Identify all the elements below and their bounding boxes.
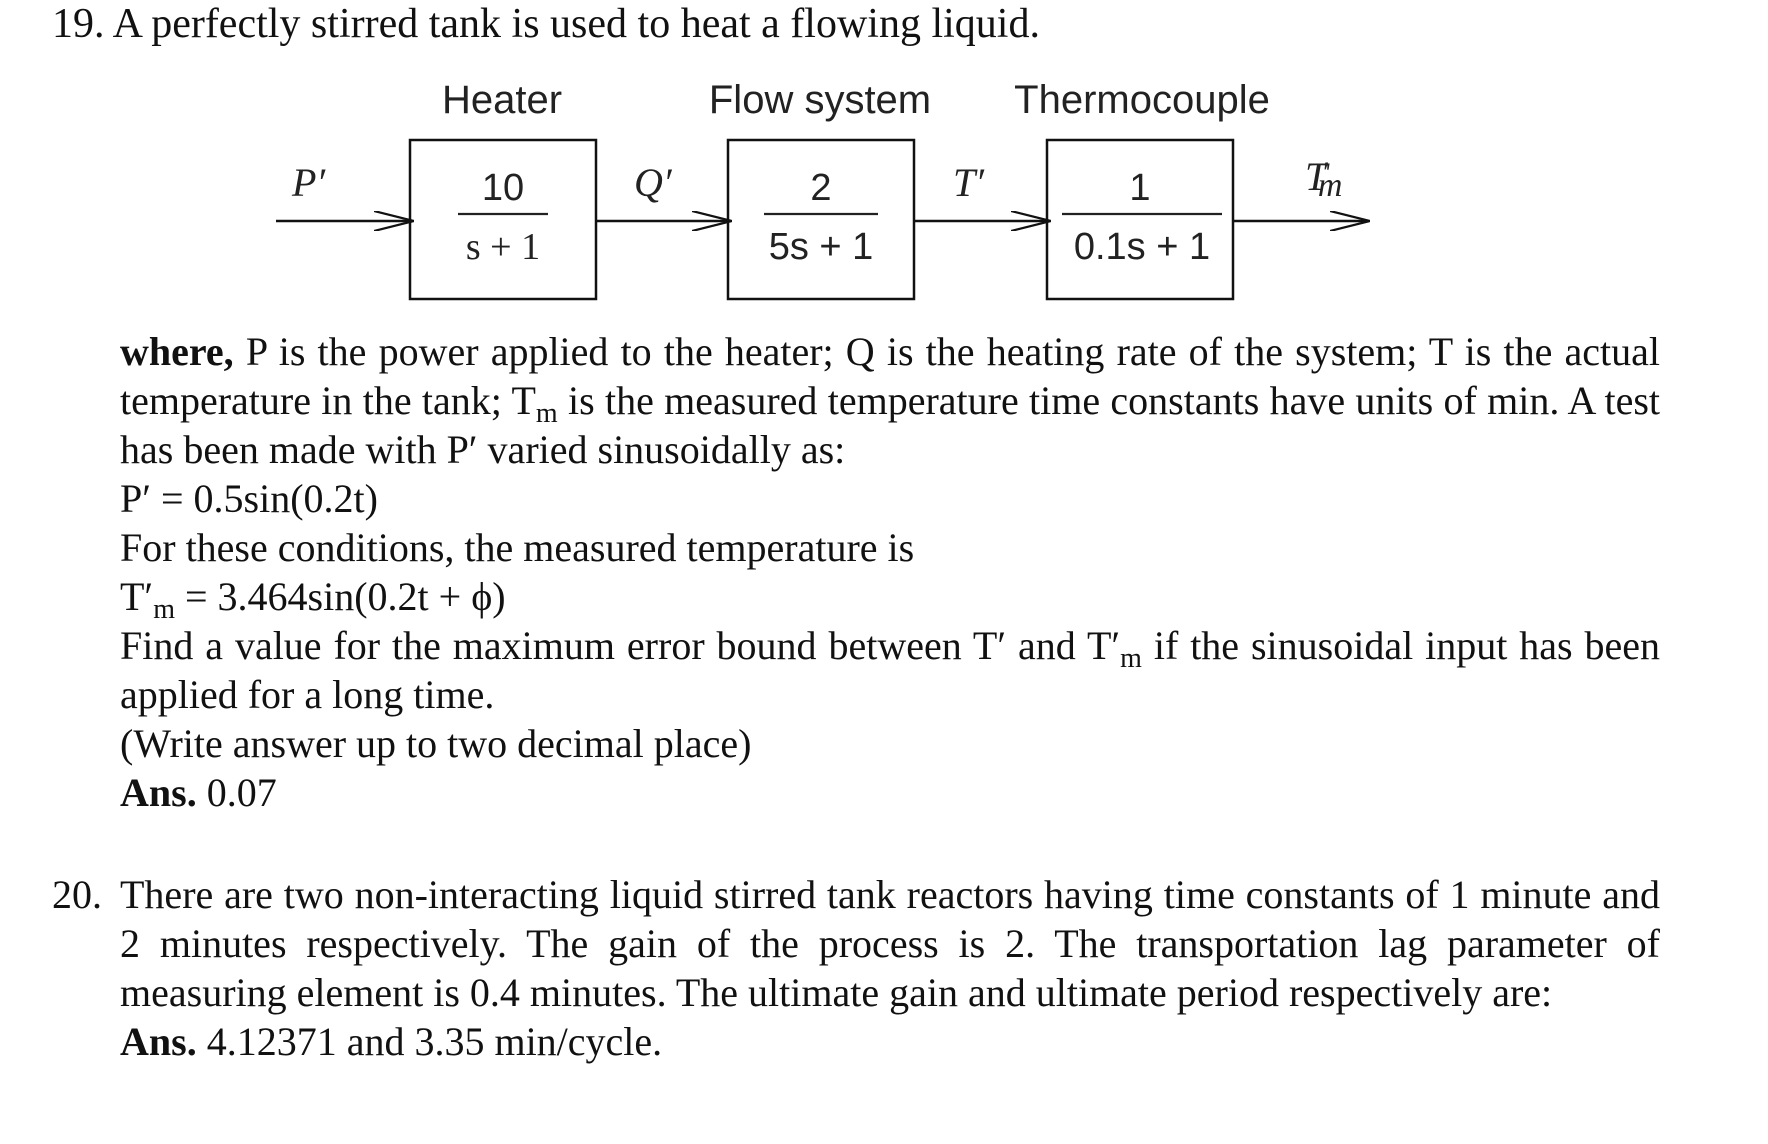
q20-ans-value: 4.12371 and 3.35 min/cycle. (196, 1019, 663, 1064)
signal-tm: T′m (1305, 154, 1342, 204)
note-text: (Write answer up to two decimal place) (120, 721, 752, 766)
find-sub: m (1120, 643, 1142, 674)
thermocouple-block (1045, 138, 1235, 301)
eq2-a: T′ (120, 574, 154, 619)
find-b: if the sinusoidal input has been applied… (120, 623, 1660, 717)
thermocouple-denominator: 0.1s + 1 (1074, 226, 1210, 268)
flow-numerator: 2 (810, 167, 831, 209)
where-text-1: P is the power applied to the heater; Q … (120, 329, 1660, 423)
signal-tm-sub: m (1318, 167, 1343, 204)
find-a: Find a value for the maximum error bound… (120, 623, 1121, 668)
signal-t: T′ (953, 160, 985, 205)
equation-tm: T′m = 3.464sin(0.2t + ϕ) (120, 572, 506, 624)
block-diagram: Heater Flow system Thermocouple 10 s + 1… (276, 78, 1768, 301)
heater-numerator: 10 (482, 167, 524, 209)
flow-denominator: 5s + 1 (769, 226, 874, 268)
conditions-text: For these conditions, the measured tempe… (120, 525, 915, 570)
find-text: Find a value for the maximum error bound… (120, 621, 1660, 719)
header-flow-system: Flow system (709, 78, 931, 122)
eq2-sub: m (153, 594, 175, 625)
signal-q: Q′ (634, 160, 673, 205)
thermocouple-numerator: 1 (1129, 167, 1150, 209)
signal-p: P′ (291, 160, 326, 205)
q19-title: 19. A perfectly stirred tank is used to … (52, 1, 1040, 47)
q19-ans-label: Ans. (120, 770, 197, 815)
q20-text: There are two non-interacting liquid sti… (120, 872, 1660, 1015)
q20-number: 20. (52, 872, 102, 917)
where-label: where, (120, 329, 234, 374)
header-heater: Heater (442, 78, 562, 122)
heater-denominator: s + 1 (466, 226, 540, 268)
where-text-2: is the measured temperature time constan… (120, 378, 1660, 472)
q20-ans-label: Ans. (120, 1019, 197, 1064)
q20: 20. There are two non-interacting liquid… (52, 870, 1660, 1066)
q19-description: where, P is the power applied to the hea… (120, 327, 1660, 474)
eq2-b: = 3.464sin(0.2t + ϕ) (174, 574, 506, 619)
q20-answer: Ans. 4.12371 and 3.35 min/cycle. (120, 1017, 1660, 1066)
signal-tm-prime: ′ (1321, 156, 1328, 189)
equation-p: P′ = 0.5sin(0.2t) (120, 476, 378, 521)
q19-ans-value: 0.07 (196, 770, 277, 815)
signal-tm-base: T (1305, 154, 1330, 199)
q19-answer: Ans. 0.07 (120, 768, 277, 817)
where-sub: m (535, 398, 558, 429)
flow-system-block (726, 138, 916, 301)
header-thermocouple: Thermocouple (1014, 78, 1270, 122)
heater-block (408, 138, 598, 301)
